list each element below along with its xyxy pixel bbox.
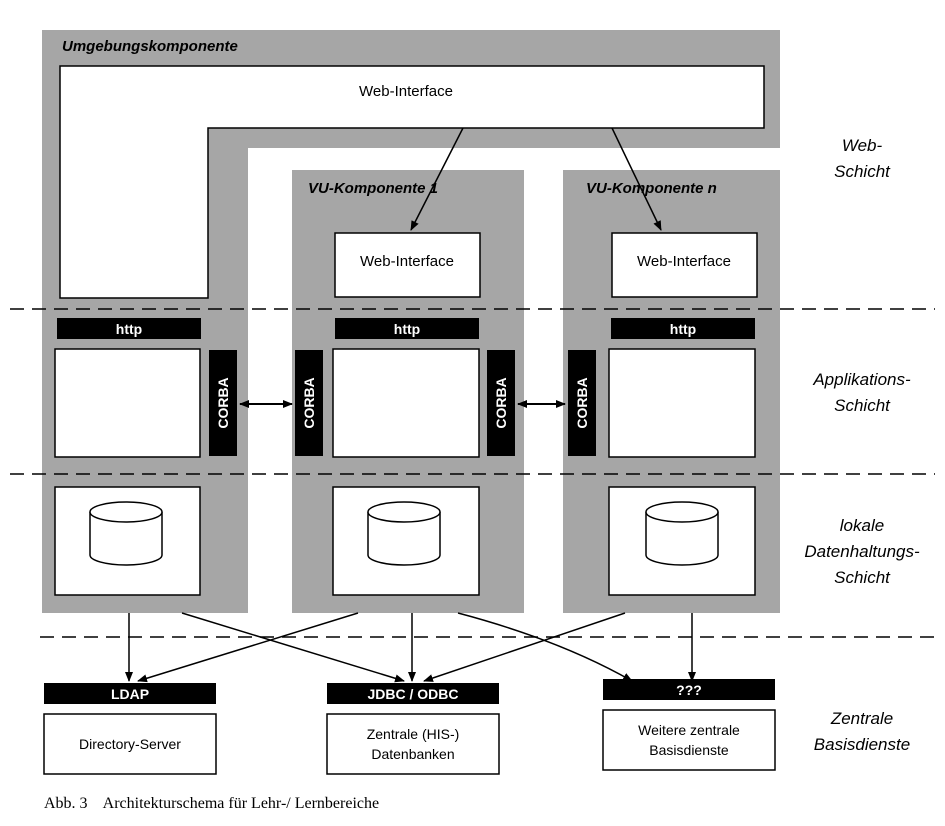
vun-web-interface [611, 232, 758, 298]
layer-web-2: Schicht [834, 162, 891, 181]
ldap-bar [44, 683, 216, 704]
arrow-web-to-vun [611, 127, 662, 231]
figure-caption: Abb. 3 Architekturschema für Lehr-/ Lern… [44, 795, 379, 812]
umgebung-web-interface [59, 65, 765, 299]
other-bar [603, 679, 775, 700]
other-label: ??? [676, 682, 702, 698]
umgebung-title: Umgebungskomponente [62, 38, 238, 55]
layer-web-1: Web- [842, 136, 883, 155]
ldap-label: LDAP [111, 686, 149, 702]
layer-local-2: Datenhaltungs- [804, 542, 920, 561]
vu1-web-interface-label: Web-Interface [360, 253, 454, 270]
http-label-vun: http [670, 321, 696, 337]
corba-label-vu1-right: CORBA [493, 377, 509, 428]
other-services-label-2: Basisdienste [649, 742, 729, 758]
http-bar-vu1 [335, 318, 479, 339]
layer-local-3: Schicht [834, 568, 891, 587]
layer-central-1: Zentrale [830, 709, 893, 728]
layer-central-2: Basisdienste [814, 735, 910, 754]
vun-web-interface-label: Web-Interface [637, 253, 731, 270]
other-services-label-1: Weitere zentrale [638, 722, 740, 738]
vu1-title: VU-Komponente 1 [308, 180, 438, 197]
arrow-vun-to-jdbc [423, 612, 626, 682]
corba-bar-vu1-right [487, 350, 515, 456]
database-icon-vun [645, 501, 719, 566]
layer-app-1: Applikations- [812, 370, 911, 389]
http-label-umgebung: http [116, 321, 142, 337]
arrow-umgebung-to-jdbc [181, 612, 405, 683]
app-box-vun [608, 348, 756, 458]
jdbc-label: JDBC / ODBC [367, 686, 458, 702]
arrow-vu1-to-other [457, 612, 633, 682]
arrow-web-to-vu1 [410, 127, 464, 231]
http-label-vu1: http [394, 321, 420, 337]
jdbc-bar [327, 683, 499, 704]
corba-bar-vu1-left [295, 350, 323, 456]
http-bar-vun [611, 318, 755, 339]
corba-label-vu1-left: CORBA [301, 377, 317, 428]
arrow-vu1-to-ldap [137, 612, 359, 683]
other-services-box [602, 709, 776, 771]
corba-label-vun: CORBA [574, 377, 590, 428]
corba-bar-vun [568, 350, 596, 456]
central-db-label-2: Datenbanken [371, 746, 454, 762]
http-bar-umgebung [57, 318, 201, 339]
umgebung-component [42, 30, 780, 613]
directory-server-label: Directory-Server [79, 736, 181, 752]
layer-app-2: Schicht [834, 396, 891, 415]
database-icon-umgebung [89, 501, 163, 566]
app-box-umgebung [54, 348, 201, 458]
vu1-web-interface [334, 232, 481, 298]
corba-bar-umgebung [209, 350, 237, 456]
app-box-vu1 [332, 348, 480, 458]
directory-server-box [43, 713, 217, 775]
vun-title: VU-Komponente n [586, 180, 717, 197]
central-db-box [326, 713, 500, 775]
layer-local-1: lokale [840, 516, 884, 535]
umgebung-web-interface-label: Web-Interface [359, 83, 453, 100]
central-db-label-1: Zentrale (HIS-) [367, 726, 460, 742]
corba-label-umgebung: CORBA [215, 377, 231, 428]
database-icon-vu1 [367, 501, 441, 566]
